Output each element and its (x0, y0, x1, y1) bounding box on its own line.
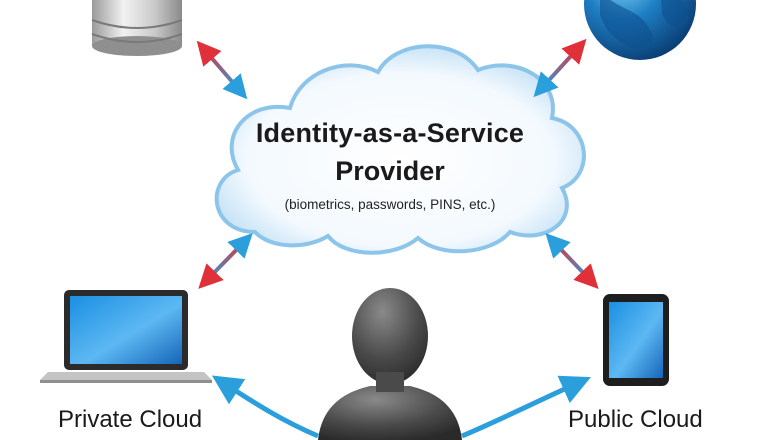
private-cloud-label: Private Cloud (58, 406, 203, 433)
arrow-person-laptop (211, 375, 319, 439)
arrow-laptop-cloud (198, 233, 253, 289)
database-server-icon (91, 0, 183, 56)
laptop-icon (40, 290, 212, 383)
arrow-tablet-cloud (545, 233, 599, 289)
globe-icon (584, 0, 696, 60)
cloud-title-line2: Provider (335, 156, 445, 186)
arrow-globe-cloud (533, 38, 587, 98)
public-cloud-label: Public Cloud (568, 406, 703, 433)
cloud-shape (214, 44, 586, 255)
tablet-icon (603, 294, 669, 386)
cloud-subtitle: (biometrics, passwords, PINS, etc.) (284, 197, 496, 212)
user-silhouette-icon (318, 288, 462, 440)
cloud-title-line1: Identity-as-a-Service (255, 118, 525, 148)
arrow-database-cloud (196, 40, 248, 100)
arrow-person-tablet (461, 375, 591, 439)
